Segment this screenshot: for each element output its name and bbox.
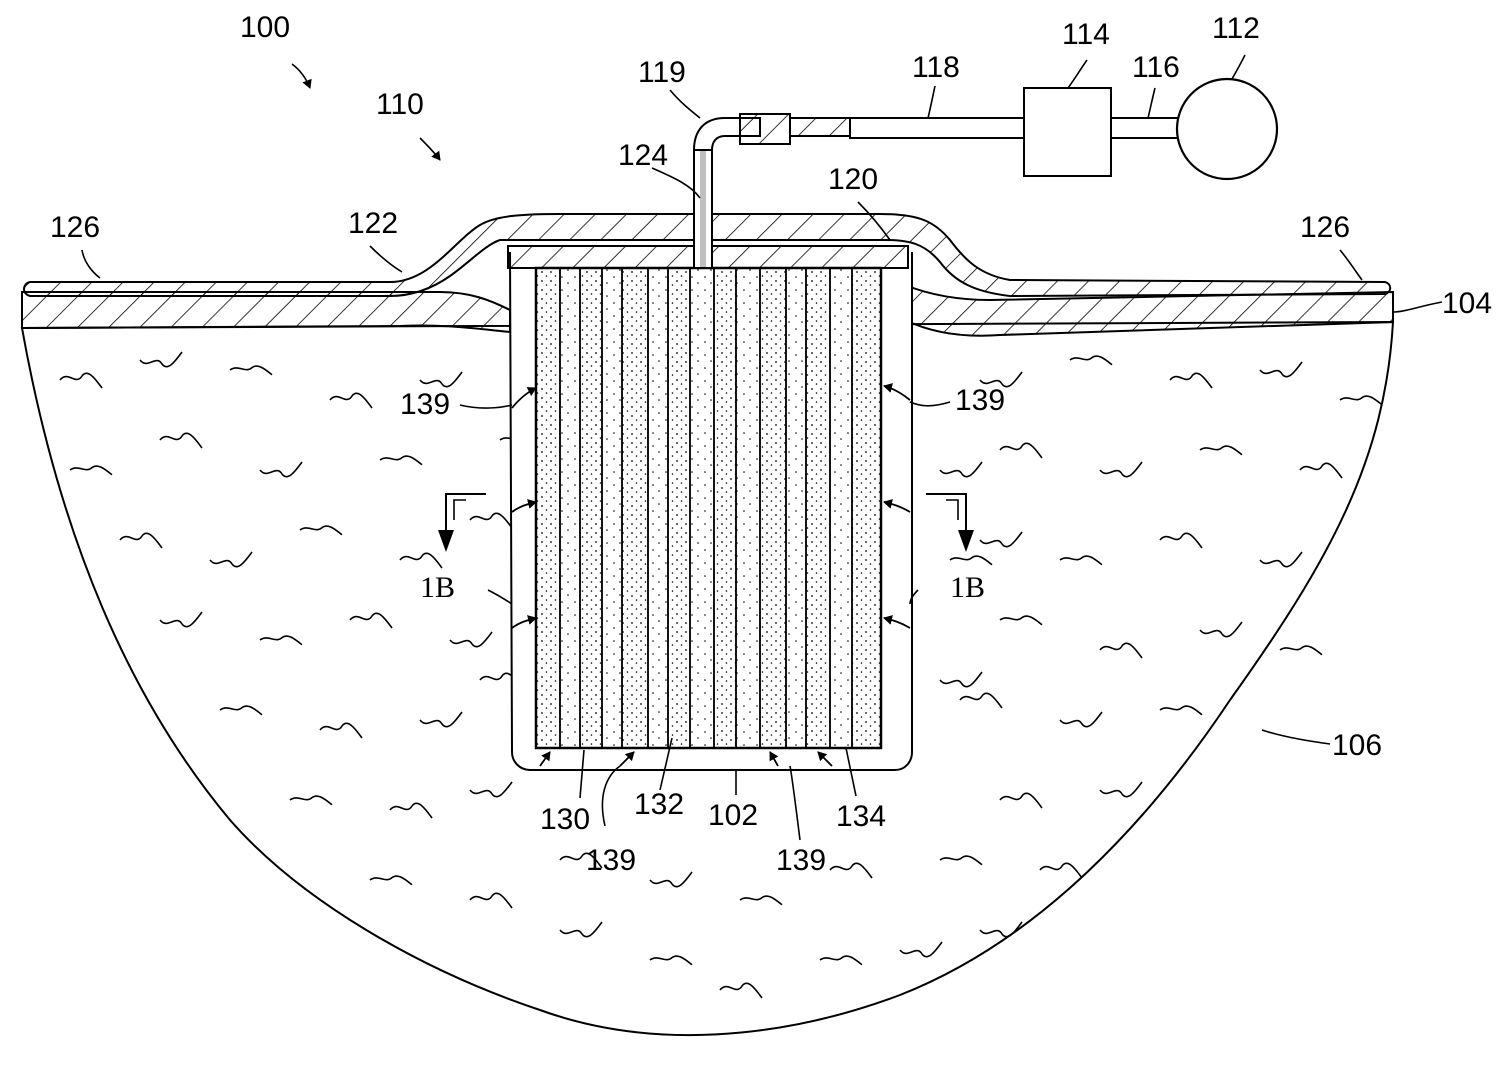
- manifold-strip: [622, 268, 648, 748]
- label-conduit-116: 116: [1132, 51, 1180, 84]
- epidermis-left: [22, 292, 510, 332]
- label-manifold: 120: [828, 163, 878, 196]
- manifold-layers: [536, 268, 881, 748]
- label-layer-134: 134: [836, 800, 886, 833]
- manifold-strip: [714, 268, 736, 748]
- manifold-strip: [852, 268, 881, 748]
- label-flow-arrow-left: 139: [400, 388, 450, 421]
- reduced-pressure-source: [1177, 79, 1277, 179]
- connector: [740, 114, 850, 144]
- label-system: 100: [240, 11, 290, 44]
- label-interface: 124: [618, 139, 668, 172]
- conduit-116: [1111, 118, 1181, 138]
- label-flow-arrow-bottom-left: 139: [586, 844, 636, 877]
- label-flow-arrow-right: 139: [955, 384, 1005, 417]
- manifold-strip: [560, 268, 580, 748]
- label-conduit-118: 118: [912, 51, 960, 84]
- manifold-strip: [830, 268, 852, 748]
- label-drape-edge-left: 126: [50, 211, 100, 244]
- label-dressing: 110: [376, 88, 424, 121]
- manifold-strip: [786, 268, 806, 748]
- label-epidermis: 104: [1442, 287, 1492, 320]
- manifold-strip: [668, 268, 690, 748]
- label-connector: 119: [638, 56, 686, 89]
- conduit-118: [850, 118, 1025, 138]
- manifold-strip: [648, 268, 668, 748]
- label-section-right: 1B: [950, 571, 985, 604]
- label-canister: 114: [1062, 18, 1110, 51]
- label-reduced-pressure-source: 112: [1212, 12, 1260, 45]
- label-flow-arrow-bottom-right: 139: [776, 844, 826, 877]
- label-wound: 102: [708, 799, 758, 832]
- manifold-strip: [536, 268, 560, 748]
- label-drape-edge-right: 126: [1300, 211, 1350, 244]
- tissue-squiggle: [1280, 646, 1322, 655]
- manifold-strip: [760, 268, 786, 748]
- manifold-strip: [580, 268, 602, 748]
- label-subcutaneous: 106: [1332, 729, 1382, 762]
- manifold-strip: [690, 268, 714, 748]
- label-layer-132: 132: [634, 788, 684, 821]
- label-layer-130: 130: [540, 803, 590, 836]
- manifold-strip: [806, 268, 830, 748]
- label-section-left: 1B: [420, 571, 455, 604]
- label-drape: 122: [348, 207, 398, 240]
- canister: [1024, 88, 1111, 176]
- manifold-strip: [736, 268, 760, 748]
- manifold-strip: [602, 268, 622, 748]
